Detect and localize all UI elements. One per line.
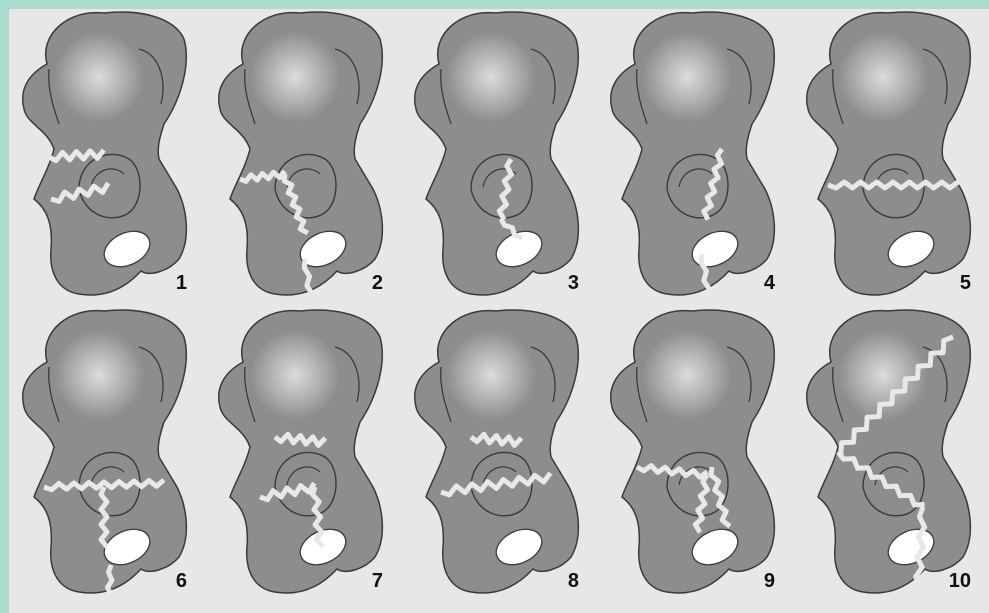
pelvis-illustration: [793, 307, 989, 597]
figure-panel: 1 2 3 4 5 6 7 8 9 10: [9, 9, 989, 613]
figure-number: 2: [372, 272, 383, 295]
iliac-wing-highlight: [54, 330, 144, 420]
pelvis-illustration: [401, 307, 597, 597]
figure-2: 2: [205, 9, 401, 299]
pelvis-illustration: [597, 9, 793, 299]
figure-number: 10: [949, 570, 971, 593]
figure-7: 7: [205, 307, 401, 597]
iliac-wing-highlight: [446, 32, 536, 122]
figure-6: 6: [9, 307, 205, 597]
pelvis-illustration: [9, 307, 205, 597]
figure-3: 3: [401, 9, 597, 299]
pelvis-illustration: [401, 9, 597, 299]
figure-8: 8: [401, 307, 597, 597]
figure-9: 9: [597, 307, 793, 597]
iliac-wing-highlight: [250, 32, 340, 122]
pelvis-illustration: [205, 9, 401, 299]
iliac-wing-highlight: [54, 32, 144, 122]
figure-number: 6: [176, 570, 187, 593]
pelvis-illustration: [793, 9, 989, 299]
pelvis-illustration: [597, 307, 793, 597]
figure-5: 5: [793, 9, 989, 299]
figure-number: 9: [764, 570, 775, 593]
pelvis-illustration: [9, 9, 205, 299]
figure-4: 4: [597, 9, 793, 299]
figure-number: 5: [960, 272, 971, 295]
figure-number: 7: [372, 570, 383, 593]
figure-number: 1: [176, 272, 187, 295]
figure-10: 10: [793, 307, 989, 597]
iliac-wing-highlight: [642, 32, 732, 122]
pelvis-illustration: [205, 307, 401, 597]
iliac-wing-highlight: [642, 330, 732, 420]
figure-1: 1: [9, 9, 205, 299]
figure-number: 3: [568, 272, 579, 295]
iliac-wing-highlight: [446, 330, 536, 420]
iliac-wing-highlight: [250, 330, 340, 420]
figure-number: 4: [764, 272, 775, 295]
iliac-wing-highlight: [838, 32, 928, 122]
figure-number: 8: [568, 570, 579, 593]
